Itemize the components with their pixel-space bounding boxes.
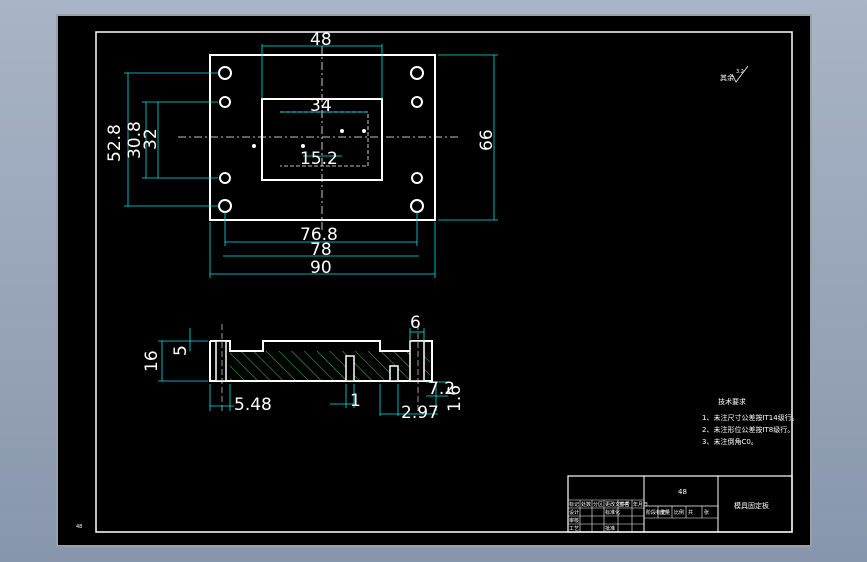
plan-view — [178, 46, 458, 231]
dim-inner-width: 34 — [310, 96, 332, 116]
tb-cell: 标记 — [569, 501, 579, 508]
surface-value: 3.2 — [736, 69, 744, 75]
tb-stage-cell: 阶段标记 — [646, 509, 666, 516]
roughness-symbol — [731, 65, 749, 83]
tb-stage-cell: 比例 — [674, 509, 684, 516]
dim-section-pocket: 5 — [171, 345, 191, 356]
title-material: 48 — [678, 488, 687, 496]
tb-cell: 分区 — [593, 501, 603, 508]
tech-req-item: 3、未注倒角C0。 — [702, 437, 758, 446]
plan-dimension-lines — [124, 44, 498, 278]
dim-section-right-2: 2.97 — [401, 403, 439, 423]
hole — [219, 96, 231, 108]
dim-section-right-3: 1.6 — [445, 385, 465, 412]
plate-outline — [209, 54, 436, 221]
title-block — [567, 475, 793, 533]
corner-mark: 48 — [76, 524, 82, 530]
hole — [218, 66, 232, 80]
dim-bottom-2: 78 — [310, 240, 332, 260]
dim-bottom-3: 90 — [310, 258, 332, 278]
inner-frame — [95, 31, 793, 533]
tb-cell: 更改文件号 — [605, 501, 630, 508]
tb-stage-cell: 共 — [688, 509, 693, 516]
dim-section-height: 16 — [142, 350, 162, 372]
tb-cell: 处数 — [581, 501, 591, 508]
tb-cell: 设计 — [569, 509, 579, 516]
tech-req-item: 1、未注尺寸公差按IT14级行。 — [702, 413, 799, 422]
hole — [218, 199, 232, 213]
hole — [410, 199, 424, 213]
surface-note: 其余 — [720, 73, 734, 82]
tb-cell: 年月日 — [633, 501, 648, 508]
tb-cell: 审核 — [569, 517, 579, 524]
hole — [411, 96, 423, 108]
tb-cell: 工艺 — [569, 526, 579, 532]
dim-height-right: 66 — [477, 129, 497, 151]
dim-top-width: 48 — [310, 30, 332, 50]
section-dimension-lines — [158, 328, 448, 416]
dim-height-mid: 30.8 — [125, 121, 145, 159]
cad-drawing: 48 34 15.2 52.8 30.8 32 66 76.8 78 90 — [76, 30, 799, 533]
tb-stage-cell: 张 — [704, 509, 709, 516]
tb-cell: 标准化 — [605, 509, 620, 516]
hole — [410, 66, 424, 80]
dim-height-inner: 32 — [141, 128, 161, 150]
hole — [219, 172, 231, 184]
dim-section-web: 1 — [350, 391, 361, 411]
dim-height-outer: 52.8 — [105, 124, 125, 162]
section-view — [209, 324, 433, 411]
tech-req-item: 2、未注形位公差按IT8级行。 — [702, 425, 794, 434]
dim-bottom-1: 76.8 — [300, 225, 338, 245]
title-part-name: 模具固定板 — [734, 501, 769, 510]
dim-section-slot-top: 6 — [410, 313, 421, 333]
tech-req-title: 技术要求 — [718, 397, 746, 406]
dim-section-left-offset: 5.48 — [234, 395, 272, 415]
dim-section-right-1: 7.2 — [428, 379, 455, 399]
tb-cell: 签名 — [619, 501, 629, 508]
dim-slot-width: 15.2 — [300, 149, 338, 169]
tb-cell: 批准 — [605, 525, 615, 532]
drawing-sheet: 48 34 15.2 52.8 30.8 32 66 76.8 78 90 — [56, 14, 812, 547]
hole — [411, 172, 423, 184]
tb-stage-cell: 重量 — [660, 509, 670, 516]
